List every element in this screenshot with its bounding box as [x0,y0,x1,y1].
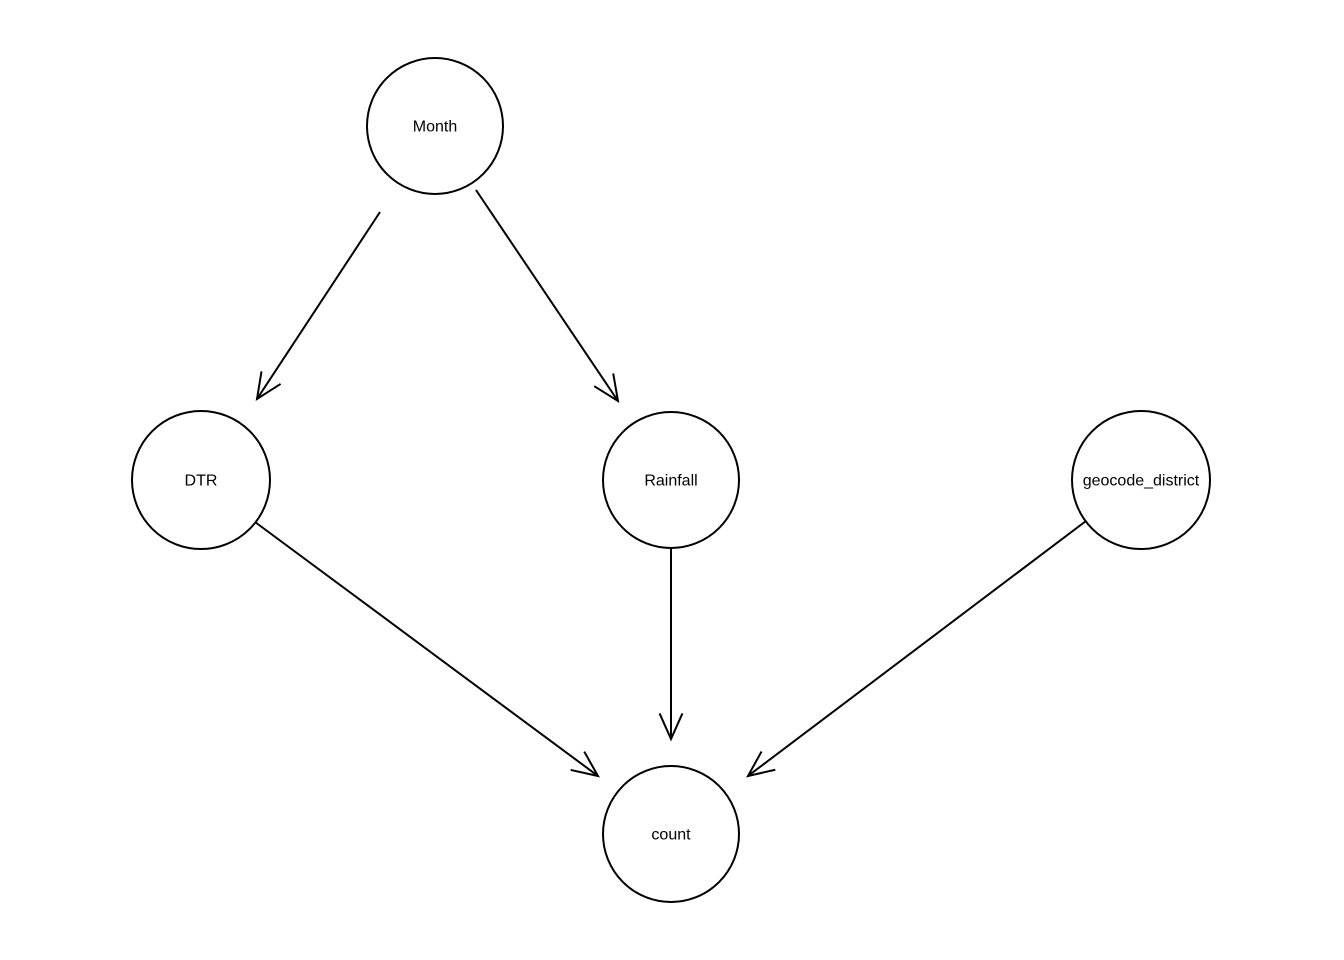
node-label: Month [413,119,457,136]
node-circle[interactable] [602,765,740,903]
arrow-head-icon [593,373,620,404]
edge-line [256,211,381,400]
arrow-head-icon [658,713,684,742]
node-dtr[interactable]: DTR [131,410,271,550]
edge-month-to-rainfall [475,189,620,404]
node-geocode_district[interactable]: geocode_district [1071,410,1211,550]
node-label: DTR [185,473,218,490]
edge-line [254,521,599,777]
edge-line [747,520,1087,777]
edges-layer [254,189,1087,778]
node-label: geocode_district [1083,473,1200,490]
edge-geocode-to-count [746,520,1087,778]
arrow-head-icon [255,371,282,402]
node-label: count [651,827,691,844]
edge-rainfall-to-count [658,549,684,742]
node-month[interactable]: Month [366,57,504,195]
arrow-head-icon [746,751,776,778]
edge-dtr-to-count [254,521,600,778]
node-rainfall[interactable]: Rainfall [602,411,740,549]
node-circle[interactable] [366,57,504,195]
node-label: Rainfall [644,473,697,490]
node-circle[interactable] [1071,410,1211,550]
node-count[interactable]: count [602,765,740,903]
node-circle[interactable] [131,410,271,550]
edge-month-to-dtr [255,211,381,402]
node-circle[interactable] [602,411,740,549]
edge-line [475,189,619,402]
arrow-head-icon [570,751,600,778]
